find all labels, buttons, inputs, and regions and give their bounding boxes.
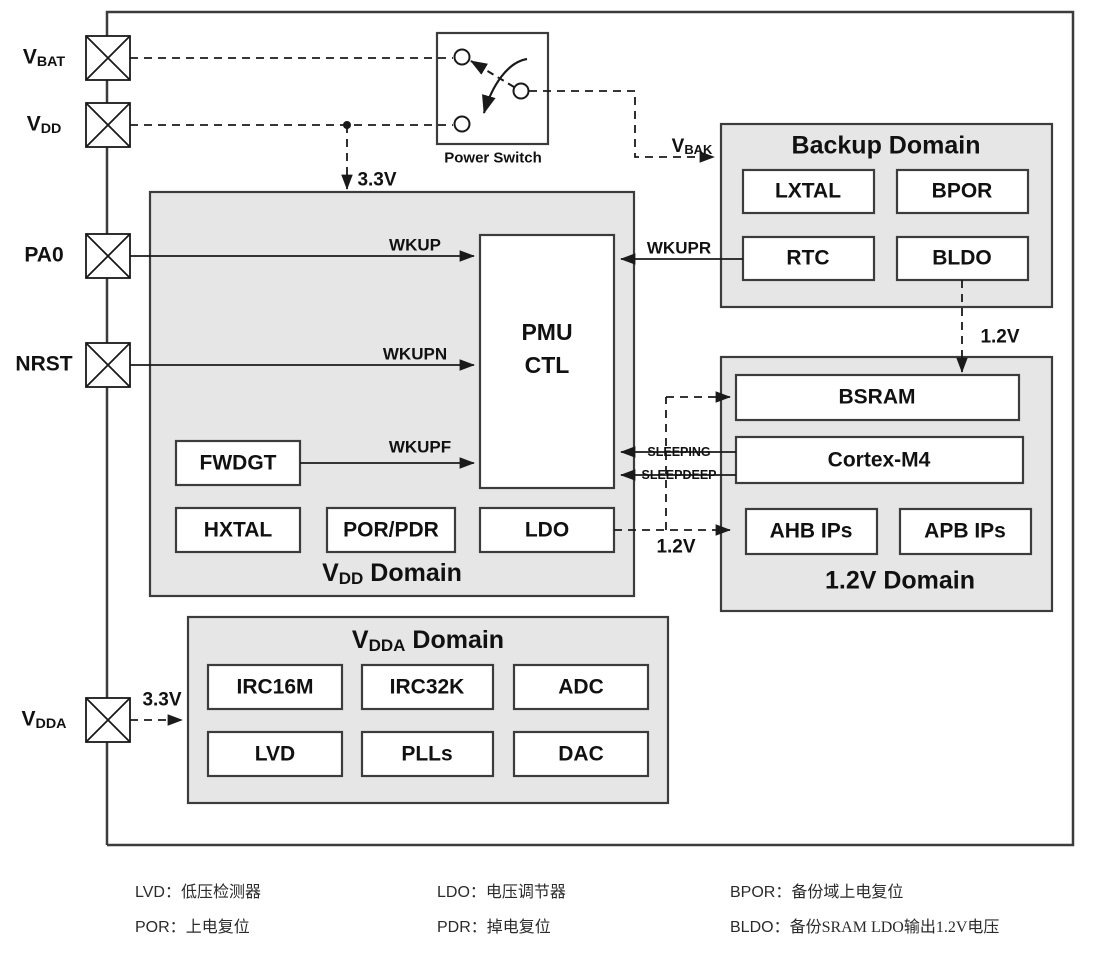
legend-desc: 备份SRAM LDO输出1.2V电压: [789, 919, 1000, 936]
rail-label-33v-vdda: 3.3V: [142, 689, 182, 711]
block-label-lxtal: LXTAL: [774, 179, 842, 203]
pin-pad-vdda: [85, 697, 131, 743]
legend-sep: ：: [773, 919, 790, 936]
block-lvd: [206, 730, 344, 778]
legend-item-ldo: LDO：电压调节器: [437, 878, 566, 902]
legend-abbr: PDR: [437, 919, 471, 936]
backup-domain-title: Backup Domain: [791, 131, 981, 160]
pin-pad-nrst: [85, 342, 131, 388]
block-pmu-ctl: [478, 233, 616, 490]
legend-sep: ：: [775, 884, 792, 901]
core-domain-title: 1.2V Domain: [824, 566, 976, 595]
legend-item-bpor: BPOR：备份域上电复位: [730, 878, 903, 902]
block-label-cortex-m4: Cortex-M4: [827, 448, 931, 472]
block-label-bldo: BLDO: [932, 246, 992, 270]
legend-abbr: POR: [135, 919, 170, 936]
signal-label-wkup: WKUP: [389, 235, 441, 255]
block-dac: [512, 730, 650, 778]
power-rails: [130, 57, 968, 726]
pin-label-vdda: VDDA: [21, 707, 67, 733]
legend-desc: 备份域上电复位: [791, 884, 904, 901]
block-label-pmu-ctl: PMU CTL: [521, 321, 572, 377]
block-plls: [360, 730, 495, 778]
legend-desc: 低压检测器: [180, 884, 261, 901]
block-por-pdr: [325, 506, 457, 554]
block-label-lvd: LVD: [254, 742, 296, 766]
legend-abbr: LDO: [437, 884, 470, 901]
block-hxtal: [174, 506, 302, 554]
block-bpor: [895, 168, 1030, 215]
block-irc32k: [360, 663, 495, 711]
legend-sep: ：: [470, 919, 487, 936]
block-label-apb-ips: APB IPs: [924, 519, 1006, 543]
block-label-dac: DAC: [558, 742, 604, 766]
block-label-bpor: BPOR: [931, 179, 993, 203]
pin-pad-vdd: [85, 102, 131, 148]
block-apb-ips: [898, 507, 1033, 556]
legend-desc: 上电复位: [185, 919, 250, 936]
block-rtc: [741, 235, 876, 282]
power-switch-symbol: [435, 31, 550, 146]
pmu-line-2: CTL: [524, 352, 570, 378]
block-label-hxtal: HXTAL: [203, 518, 273, 542]
block-cortex-m4: [734, 435, 1025, 485]
legend-item-pdr: PDR：掉电复位: [437, 913, 551, 937]
block-label-ahb-ips: AHB IPs: [769, 519, 853, 543]
pin-label-vbat: VBAT: [22, 45, 66, 71]
legend-item-bldo: BLDO：备份SRAM LDO输出1.2V电压: [730, 913, 999, 937]
pin-label-vdd: VDD: [26, 112, 62, 138]
signal-label-sleepdeep: SLEEPDEEP: [641, 467, 717, 482]
signal-label-wkupr: WKUPR: [646, 238, 712, 258]
block-bldo: [895, 235, 1030, 282]
vdd-domain-title: VDD Domain: [322, 558, 462, 589]
legend-sep: ：: [469, 884, 486, 901]
rail-vbak: [529, 90, 715, 163]
block-label-fwdgt: FWDGT: [199, 451, 277, 475]
signal-label-sleeping: SLEEPING: [647, 444, 711, 459]
legend-sep: ：: [164, 884, 181, 901]
signal-wires: [130, 250, 743, 481]
block-label-por-pdr: POR/PDR: [343, 518, 439, 542]
rail-label-12v-ldo: 1.2V: [656, 536, 696, 558]
legend-item-lvd: LVD：低压检测器: [135, 878, 261, 902]
block-ahb-ips: [744, 507, 879, 556]
legend-item-por: POR：上电复位: [135, 913, 250, 937]
legend-abbr: BPOR: [730, 884, 776, 901]
legend-abbr: BLDO: [730, 919, 774, 936]
block-label-ldo: LDO: [524, 518, 570, 542]
pmu-line-1: PMU: [521, 319, 573, 345]
signal-label-wkupn: WKUPN: [382, 344, 448, 364]
legend-desc: 掉电复位: [486, 919, 551, 936]
block-label-bsram: BSRAM: [838, 385, 916, 409]
legend-abbr: LVD: [135, 884, 165, 901]
pin-pad-pa0: [85, 233, 131, 279]
rail-label-33v-vdd: 3.3V: [357, 169, 397, 191]
legend-desc: 电压调节器: [485, 884, 566, 901]
vdda-domain-title: VDDA Domain: [351, 625, 505, 656]
block-label-irc16m: IRC16M: [236, 675, 314, 699]
junction-dot-vdd: [343, 121, 351, 129]
pin-label-pa0: PA0: [24, 243, 64, 267]
chip-outline: [105, 10, 1075, 847]
pin-pad-vbat: [85, 35, 131, 81]
block-label-irc32k: IRC32K: [389, 675, 465, 699]
block-irc16m: [206, 663, 344, 711]
signal-label-wkupf: WKUPF: [388, 437, 452, 457]
rail-label-vbak: VBAK: [671, 135, 713, 158]
block-label-rtc: RTC: [786, 246, 830, 270]
rail-label-12v-bldo: 1.2V: [980, 326, 1020, 348]
pin-label-nrst: NRST: [15, 352, 73, 376]
block-ldo: [478, 506, 616, 554]
block-lxtal: [741, 168, 876, 215]
legend-sep: ：: [169, 919, 186, 936]
block-bsram: [734, 373, 1021, 422]
block-label-adc: ADC: [558, 675, 604, 699]
power-switch-caption: Power Switch: [444, 149, 542, 167]
block-adc: [512, 663, 650, 711]
block-label-plls: PLLs: [401, 742, 453, 766]
